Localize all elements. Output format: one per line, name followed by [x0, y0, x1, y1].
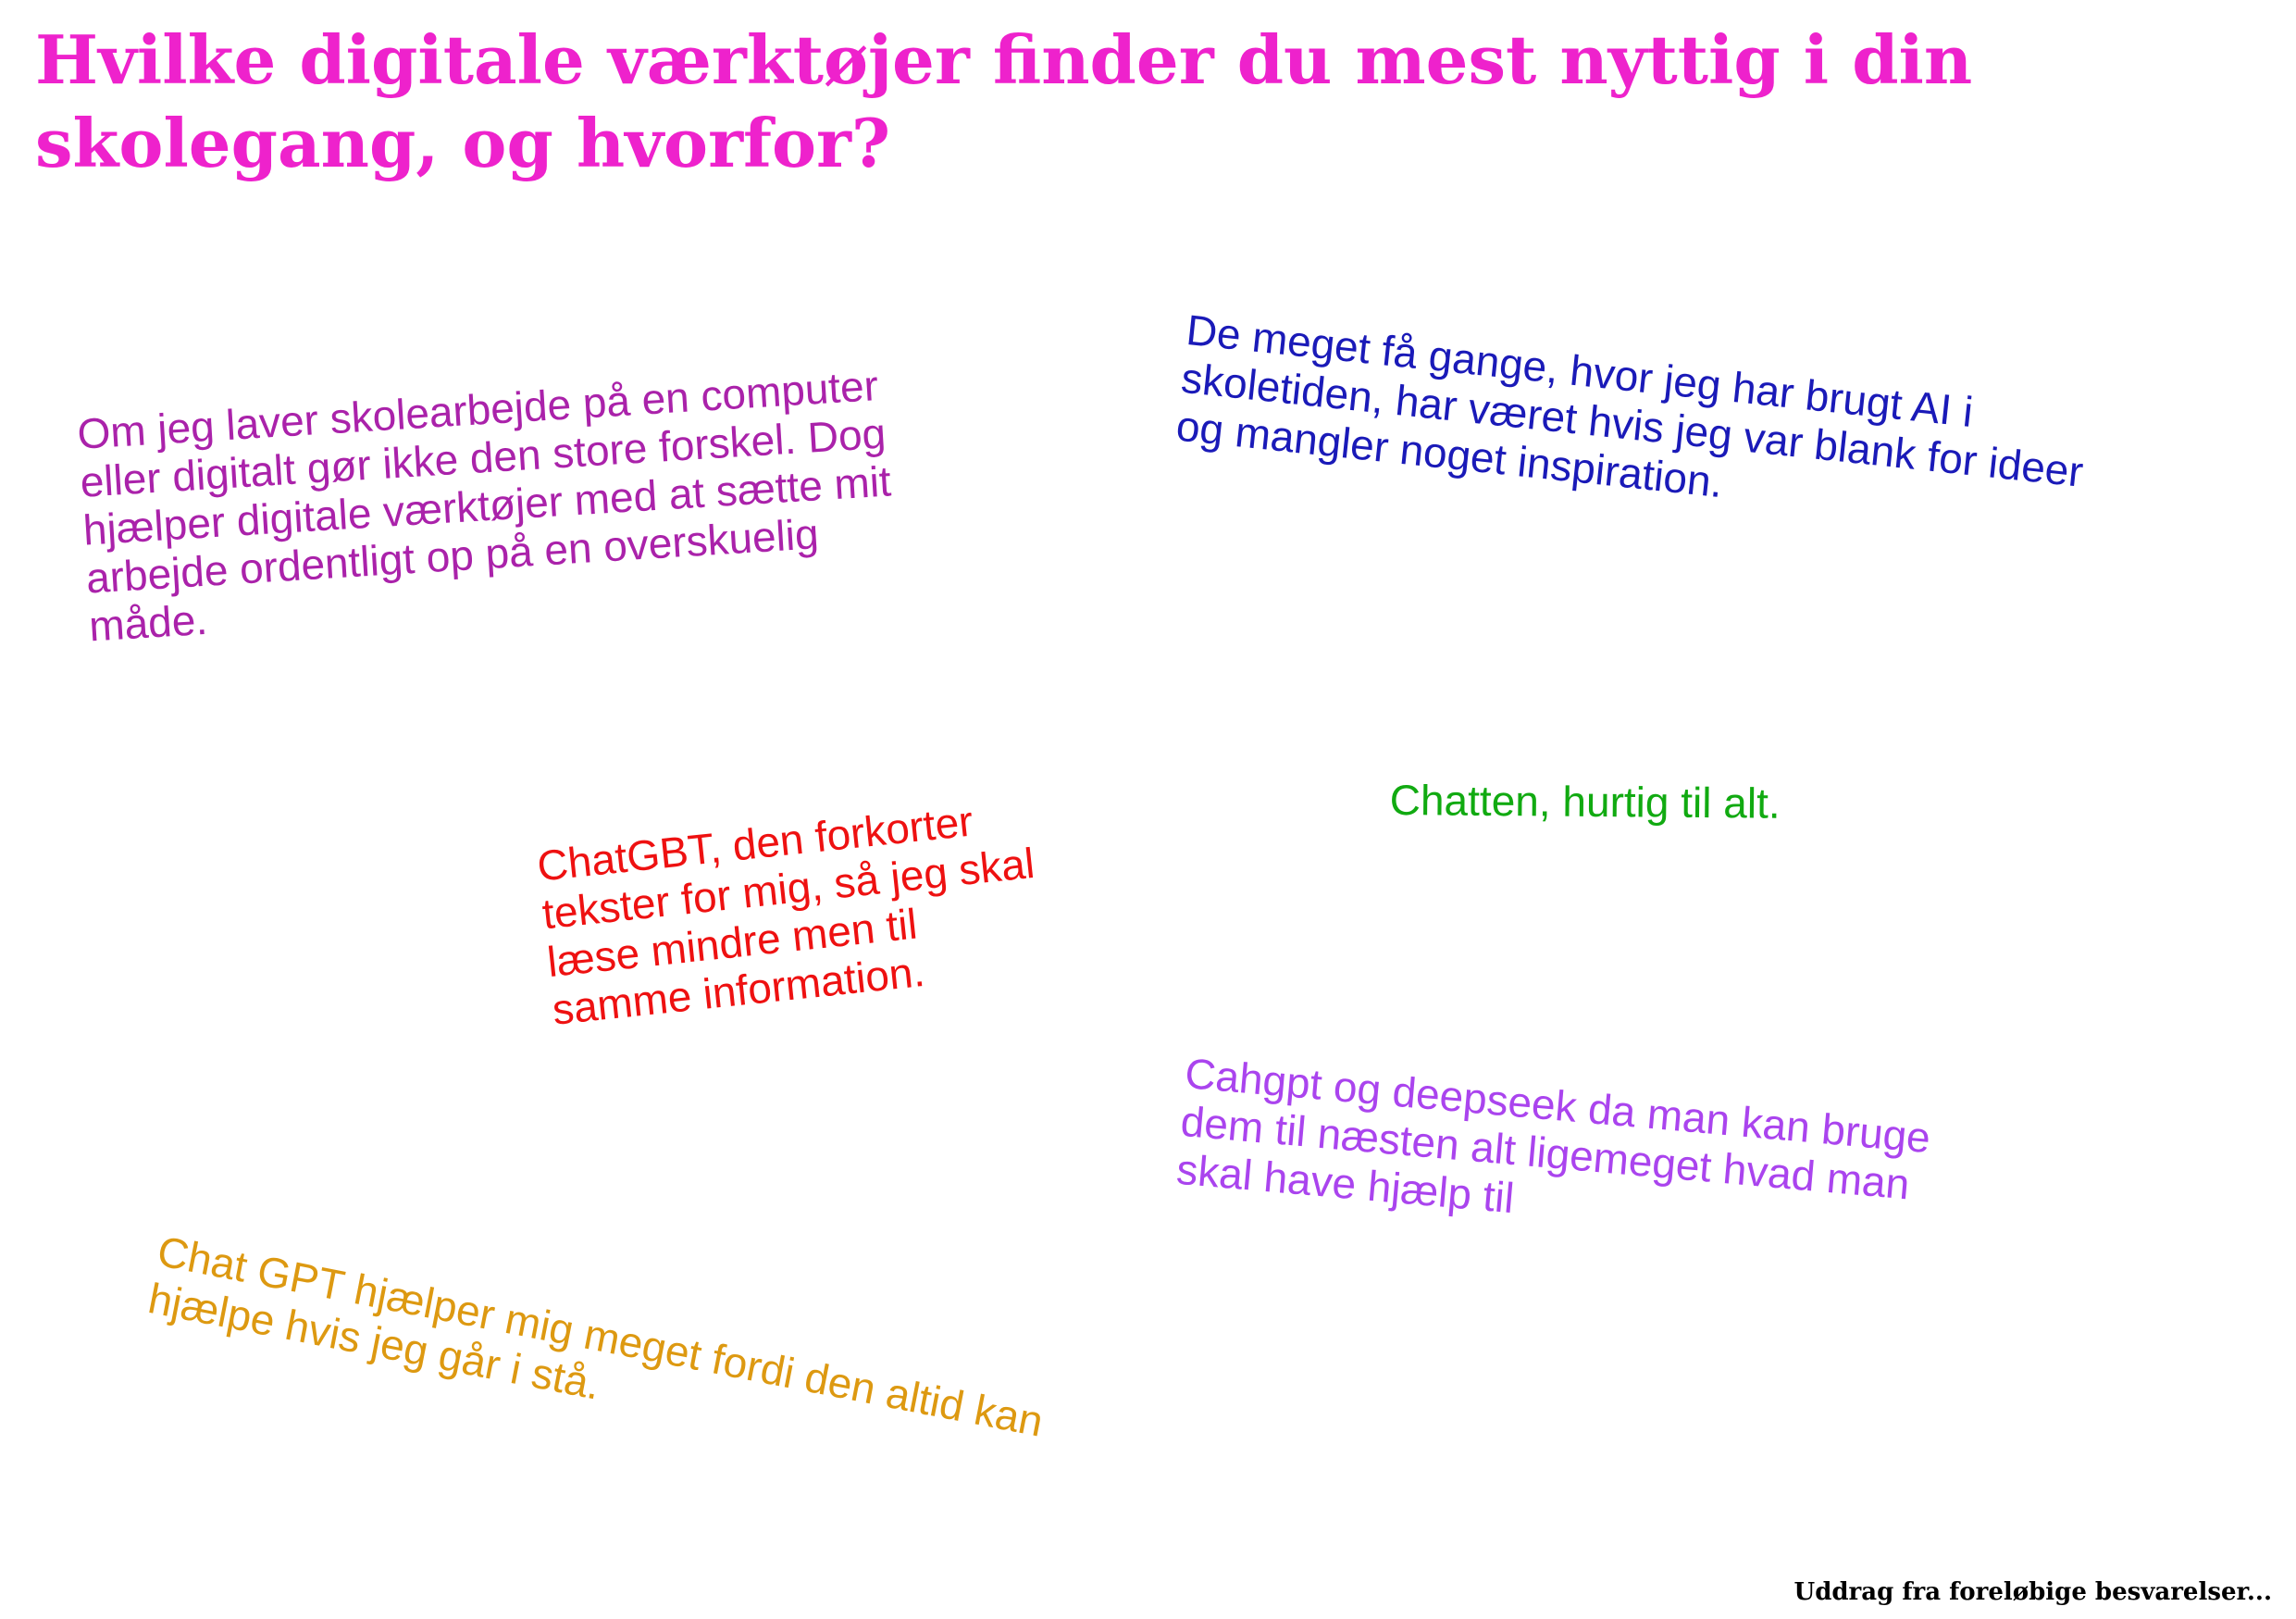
response-note: Chat GPT hjælper mig meget fordi den alt… — [144, 1227, 1048, 1446]
response-note: Cahgpt og deepseek da man kan bruge dem … — [1174, 1049, 1933, 1223]
response-note: ChatGBT, den forkorter tekster for mig, … — [535, 796, 1037, 1034]
response-note: De meget få gange, hvor jeg har brugt AI… — [1173, 305, 2086, 507]
footer-caption: Uddrag fra foreløbige besvarelser... — [1793, 1578, 2272, 1606]
response-note: Chatten, hurtig til alt. — [1389, 776, 1781, 828]
page-title: Hvilke digitale værktøjer finder du mest… — [35, 20, 1973, 182]
response-note: Om jeg laver skolearbejde på en computer… — [76, 361, 893, 651]
